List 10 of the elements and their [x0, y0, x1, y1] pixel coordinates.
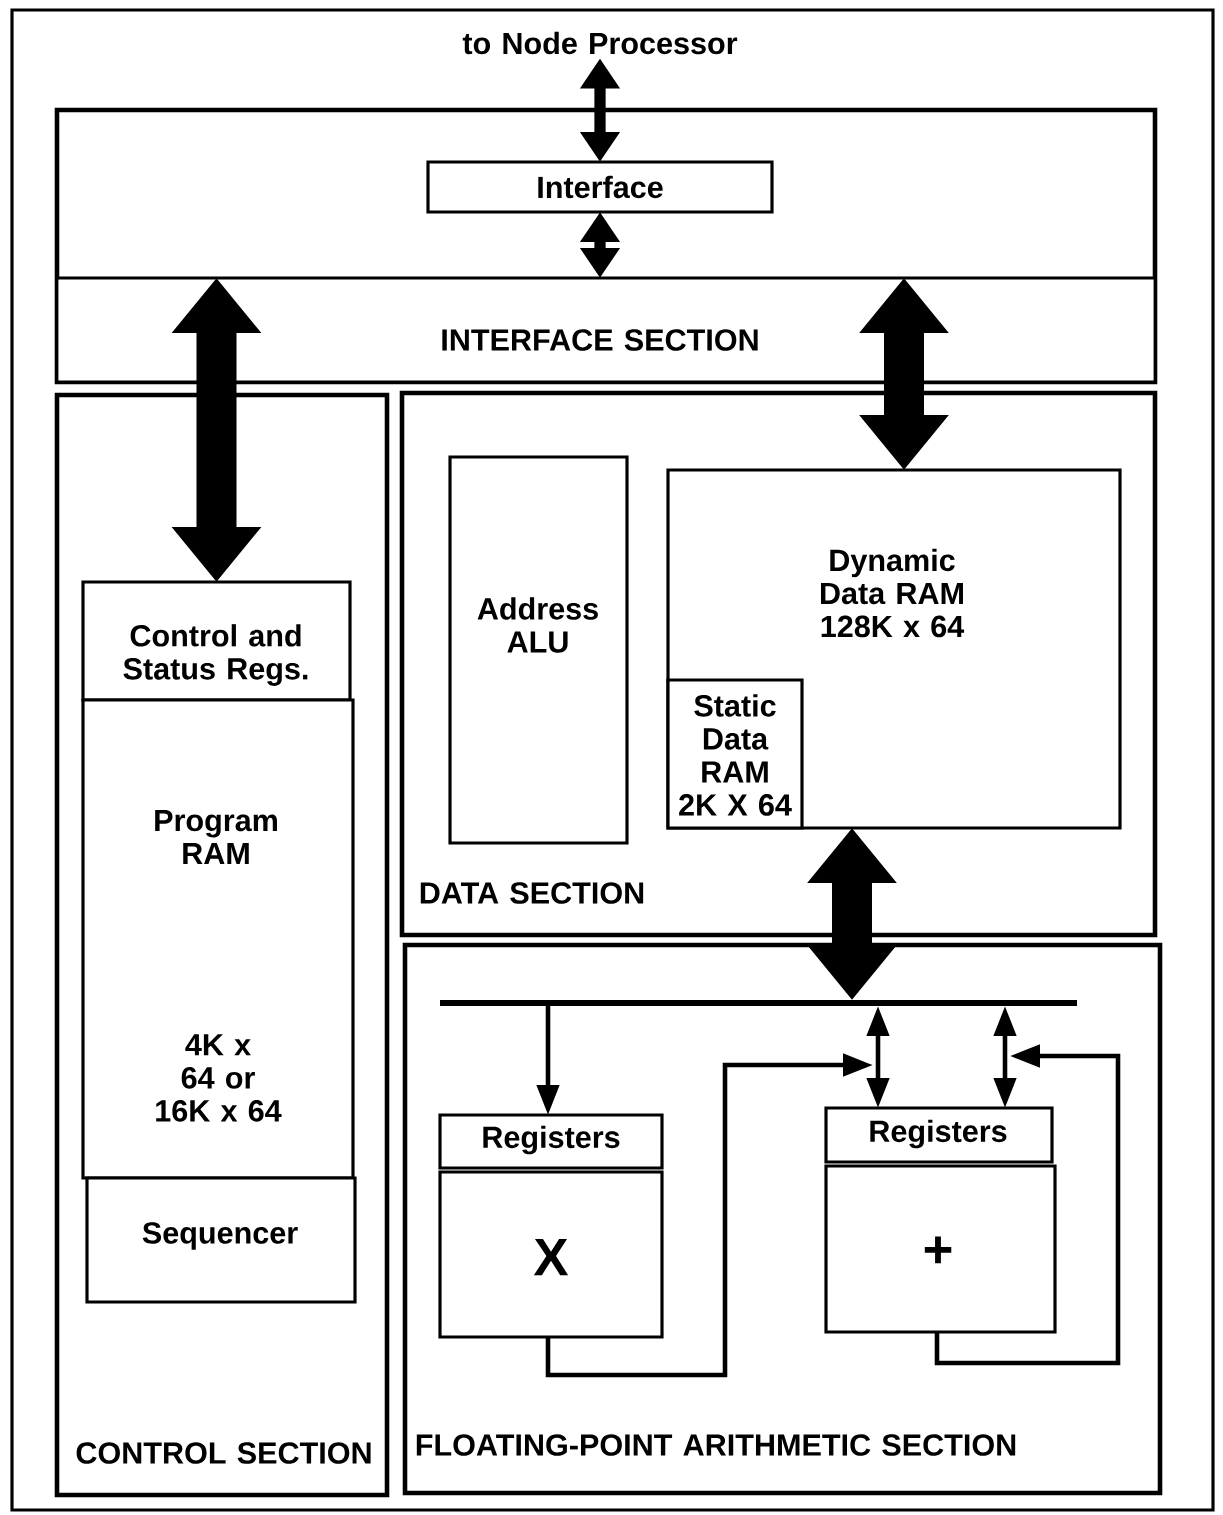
block-box: Control and Status Regs. [81, 580, 352, 702]
section-box [54, 107, 1158, 385]
bus-label: to Node Processor [462, 31, 738, 55]
bus-band: INTERFACE SECTION [55, 276, 1157, 384]
block-box: Static Data RAM 2K X 64 [666, 678, 804, 830]
block-box: Address ALU [448, 455, 629, 845]
block-box: Interface [426, 160, 774, 214]
block-box: Sequencer [85, 1176, 357, 1304]
block-box: Registers [438, 1113, 664, 1170]
block-box: Registers [824, 1106, 1054, 1164]
